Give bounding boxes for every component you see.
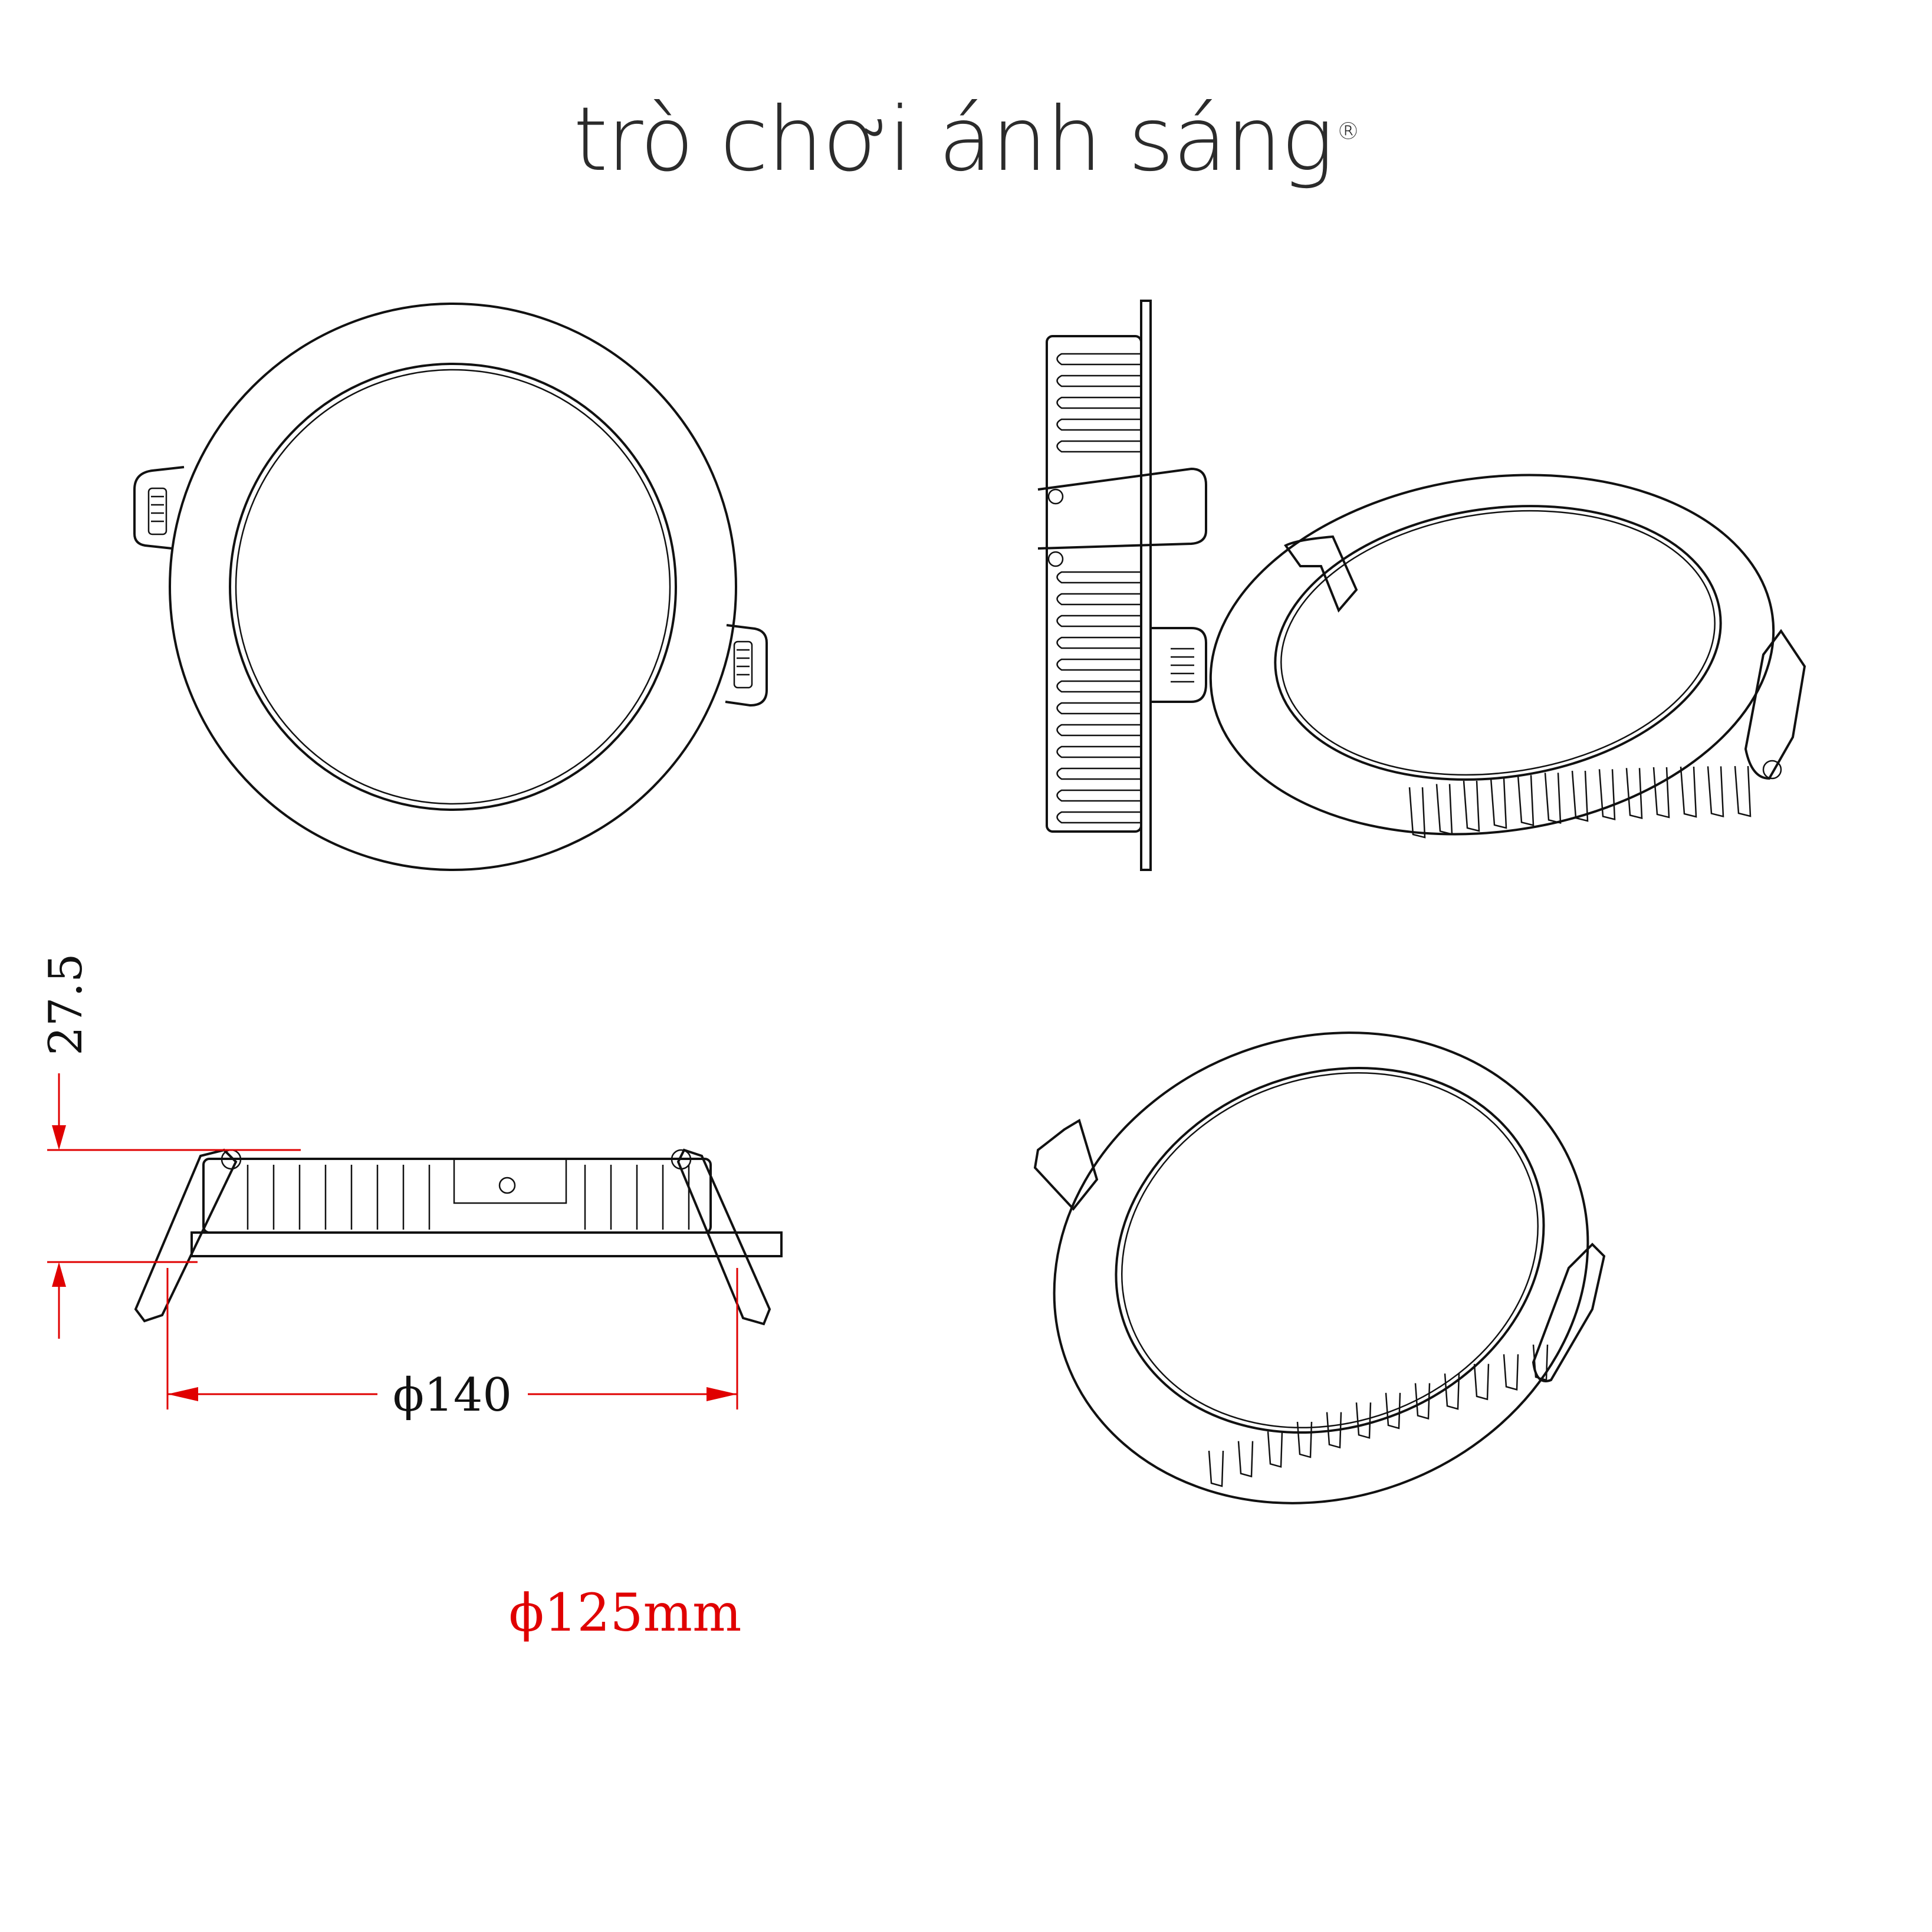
profile-bezel <box>190 1231 783 1257</box>
bezel <box>1140 300 1152 871</box>
fin <box>1326 1412 1342 1449</box>
fin <box>1267 1431 1283 1468</box>
height-label: 27.5 <box>40 953 93 1056</box>
fin <box>1237 1441 1254 1478</box>
profile-clip-left <box>134 1148 238 1323</box>
inner-ring-b <box>235 369 671 805</box>
profile-body <box>202 1158 712 1234</box>
fin <box>1355 1402 1372 1439</box>
dimension-height: 27.5 <box>40 953 301 1339</box>
cutout-label: ϕ125mm <box>509 1582 742 1643</box>
fin <box>1056 418 1141 431</box>
spring-clip-right <box>725 624 768 707</box>
fin <box>1056 440 1141 453</box>
fin <box>1571 770 1589 822</box>
persp2-outer-ring <box>1053 1031 1589 1504</box>
persp-inner-ring <box>1274 505 1722 781</box>
profile-view <box>134 1148 783 1326</box>
fin <box>1056 353 1141 366</box>
fin <box>1056 724 1141 737</box>
fin <box>1056 680 1141 693</box>
fin <box>1056 615 1141 627</box>
fin <box>1056 593 1141 606</box>
fin <box>1056 396 1141 409</box>
fin <box>1444 1373 1460 1410</box>
side-clip-upper <box>1037 467 1207 550</box>
fin <box>1463 780 1480 832</box>
fin <box>1652 767 1670 819</box>
side-view <box>1037 300 1207 871</box>
heatsink-body <box>1046 335 1142 833</box>
dimension-diameter: ϕ140 <box>166 1268 738 1422</box>
inner-ring-a <box>229 363 677 811</box>
fin <box>1517 775 1535 826</box>
fin <box>1680 766 1697 818</box>
persp2-inner-ring <box>1115 1066 1545 1434</box>
driver-box <box>453 1158 567 1204</box>
persp2-clip-left <box>1033 1118 1099 1211</box>
fin <box>1385 1392 1401 1430</box>
persp-fins-lower <box>1208 1344 1549 1487</box>
persp2-clip-right <box>1532 1243 1606 1382</box>
outer-ring <box>169 303 737 871</box>
fin <box>1056 702 1141 715</box>
fin <box>1056 636 1141 649</box>
fin <box>1544 773 1562 824</box>
fin <box>1056 374 1141 387</box>
fin <box>1208 1450 1224 1487</box>
fin <box>1490 777 1507 829</box>
fin <box>1056 745 1141 758</box>
fin <box>1435 784 1453 836</box>
fin <box>1414 1383 1431 1420</box>
diameter-label: ϕ140 <box>393 1369 512 1422</box>
spring-clip-left <box>133 466 185 550</box>
fin <box>1056 658 1141 671</box>
side-clip-lower <box>1151 627 1207 703</box>
profile-clip-right <box>676 1148 771 1326</box>
persp-outer-ring <box>1209 474 1775 836</box>
fin <box>1625 768 1643 819</box>
fin <box>1707 766 1724 818</box>
brand-title: trò chơi ánh sáng® <box>0 88 1932 191</box>
front-view <box>133 303 768 871</box>
persp-fins-upper <box>1408 765 1752 839</box>
fin <box>1056 571 1141 584</box>
fin <box>1056 811 1141 824</box>
fin <box>1056 767 1141 780</box>
persp-clip-right <box>1744 629 1806 780</box>
fin <box>1503 1354 1519 1391</box>
brand-name: trò chơi ánh sáng <box>573 88 1334 191</box>
perspective-view-lower <box>1033 1031 1606 1504</box>
fin <box>1056 789 1141 802</box>
perspective-view-upper <box>1209 474 1806 839</box>
heatsink-fins <box>1056 353 1141 824</box>
persp-clip-left <box>1284 535 1358 613</box>
fin <box>1473 1363 1490 1401</box>
registered-mark: ® <box>1336 118 1360 145</box>
fin <box>1598 769 1616 820</box>
fin <box>1408 787 1426 839</box>
fin <box>1734 765 1752 817</box>
profile-fins <box>247 1165 690 1230</box>
fin <box>1296 1421 1313 1458</box>
